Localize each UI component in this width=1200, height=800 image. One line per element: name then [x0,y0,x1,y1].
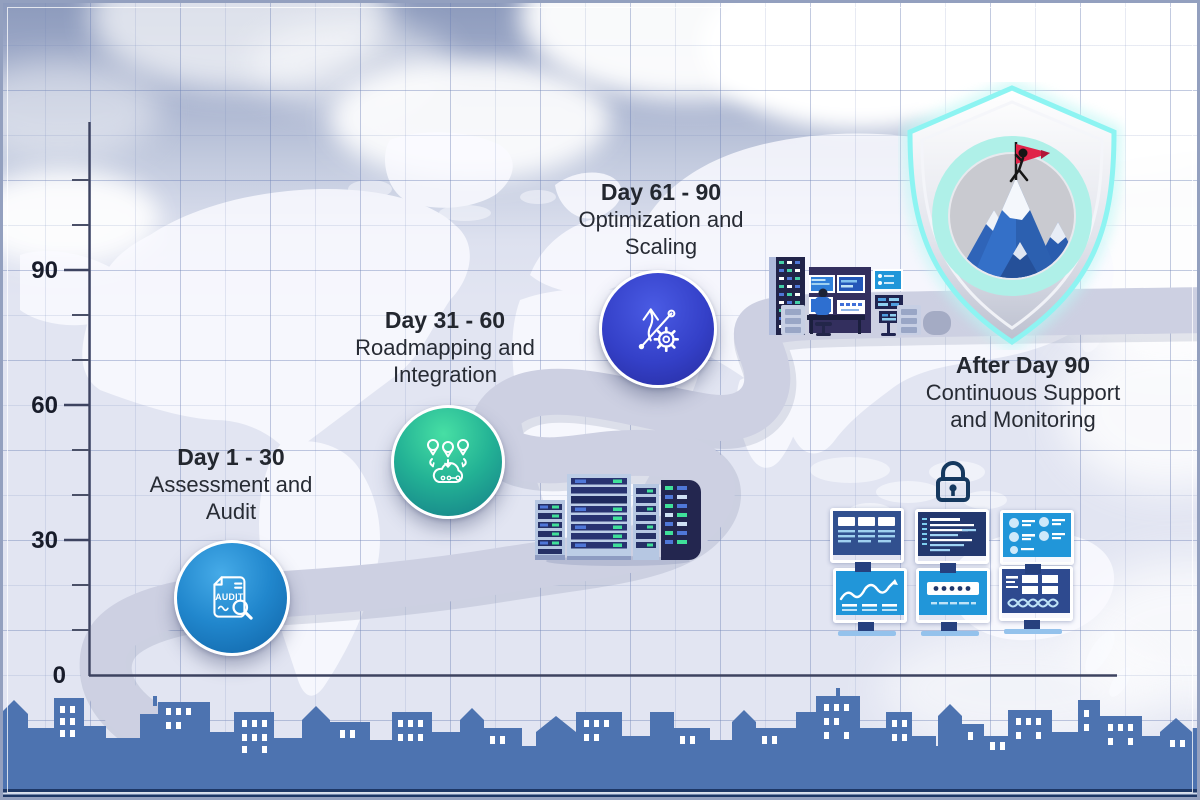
phase-label-4: After Day 90 Continuous Support and Moni… [912,351,1134,433]
phase-title: Optimization and Scaling [578,206,744,259]
phase-range: After Day 90 [955,352,1091,378]
axis-label-60: 60 [31,392,58,419]
axis-label-30: 30 [31,527,58,554]
phase-label-1: Day 1 - 30 Assessment and Audit [133,443,329,525]
control-room-illustration [769,257,951,336]
axis-label-90: 90 [31,257,58,284]
monitor-users [1000,510,1074,565]
shield-summit-flag-icon [901,82,1123,350]
phase-range: Day 1 - 30 [177,444,285,470]
phase-range: Day 61 - 90 [600,179,722,205]
monitor-password [916,568,990,623]
growth-arrow-gear-icon [638,308,679,353]
milestone-day-31-60 [391,405,505,519]
milestone-day-1-30: AUDIT [174,540,290,656]
audit-document-icon: AUDIT [213,576,253,620]
phase-label-2: Day 31 - 60 Roadmapping and Integration [340,306,550,388]
axis-label-0: 0 [52,662,66,689]
monitor-dashboard [830,508,904,563]
location-pins-network-icon [427,439,469,484]
phase-range: Day 31 - 60 [384,307,506,333]
city-skyline [0,688,1200,800]
phase-title: Continuous Support and Monitoring [925,379,1121,432]
phase-title: Assessment and Audit [149,471,313,524]
audit-icon-label: AUDIT [215,592,244,602]
lock-icon [936,461,970,502]
milestone-day-61-90 [599,270,717,388]
monitor-analytics-chart [833,568,907,623]
server-racks-illustration [535,474,701,566]
monitor-data-grid [999,566,1073,621]
phase-title: Roadmapping and Integration [355,334,535,387]
phase-label-3: Day 61 - 90 Optimization and Scaling [555,178,767,260]
summit-figure-flag [1009,142,1050,183]
monitor-code [915,509,989,564]
